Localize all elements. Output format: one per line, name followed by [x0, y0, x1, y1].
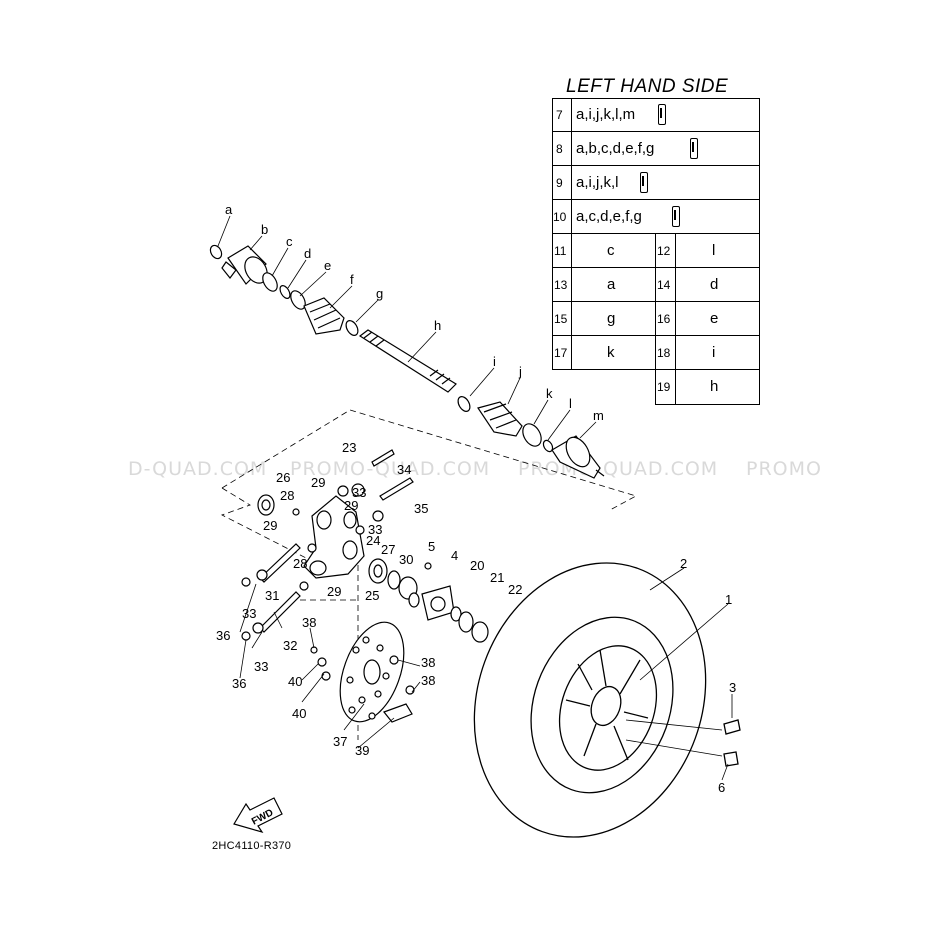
label-j: j [518, 364, 522, 379]
callout-labels: a b c d e f g h i j k l m 1 2 3 4 5 6 20… [216, 202, 736, 795]
suspension-arm-assembly [241, 449, 420, 641]
label-a: a [225, 202, 233, 217]
label-24: 24 [366, 533, 380, 548]
label-l: l [569, 396, 572, 411]
drive-shaft-assembly [209, 244, 605, 479]
label-29d: 29 [327, 584, 341, 599]
label-40a: 40 [288, 674, 302, 689]
label-g: g [376, 286, 383, 301]
label-28a: 28 [280, 488, 294, 503]
legend-title: LEFT HAND SIDE [566, 76, 729, 97]
label-33d: 33 [254, 659, 268, 674]
label-d: d [304, 246, 311, 261]
leader-lines [217, 215, 733, 781]
label-34: 34 [397, 462, 411, 477]
label-21: 21 [490, 570, 504, 585]
hub-and-brake [310, 562, 489, 723]
label-36a: 36 [216, 628, 230, 643]
label-e: e [324, 258, 331, 273]
watermark-1: D-QUAD.COM [128, 458, 267, 480]
label-33b: 33 [368, 522, 382, 537]
label-32: 32 [283, 638, 297, 653]
label-27: 27 [381, 542, 395, 557]
label-3: 3 [729, 680, 736, 695]
label-29b: 29 [344, 498, 358, 513]
label-k: k [546, 386, 553, 401]
label-31: 31 [265, 588, 279, 603]
label-28b: 28 [293, 556, 307, 571]
diagram-code: 2HC4110-R370 [212, 840, 292, 852]
label-22: 22 [508, 582, 522, 597]
label-36b: 36 [232, 676, 246, 691]
label-26: 26 [276, 470, 290, 485]
label-29c: 29 [263, 518, 277, 533]
label-29a: 29 [311, 475, 325, 490]
label-30: 30 [399, 552, 413, 567]
label-40b: 40 [292, 706, 306, 721]
watermark-2: PROMO-QUAD.COM [290, 458, 490, 480]
watermark-3: PROMO-QUAD.COM [518, 458, 718, 480]
label-25: 25 [365, 588, 379, 603]
label-6: 6 [718, 780, 725, 795]
label-37: 37 [333, 734, 347, 749]
label-38c: 38 [421, 673, 435, 688]
label-39: 39 [355, 743, 369, 758]
label-5: 5 [428, 539, 435, 554]
label-38a: 38 [302, 615, 316, 630]
label-b: b [261, 222, 268, 237]
label-i: i [493, 354, 496, 369]
label-2: 2 [680, 556, 687, 571]
label-33a: 33 [352, 485, 366, 500]
wheel-and-tire [473, 562, 741, 838]
watermark-4: PROMO [746, 458, 822, 480]
label-c: c [286, 234, 293, 249]
label-33c: 33 [242, 606, 256, 621]
label-38b: 38 [421, 655, 435, 670]
label-35: 35 [414, 501, 428, 516]
label-20: 20 [470, 558, 484, 573]
label-h: h [434, 318, 441, 333]
label-4: 4 [451, 548, 458, 563]
label-f: f [350, 272, 354, 287]
label-23: 23 [342, 440, 356, 455]
label-m: m [593, 408, 604, 423]
label-1: 1 [725, 592, 732, 607]
fwd-arrow: FWD [233, 797, 283, 834]
